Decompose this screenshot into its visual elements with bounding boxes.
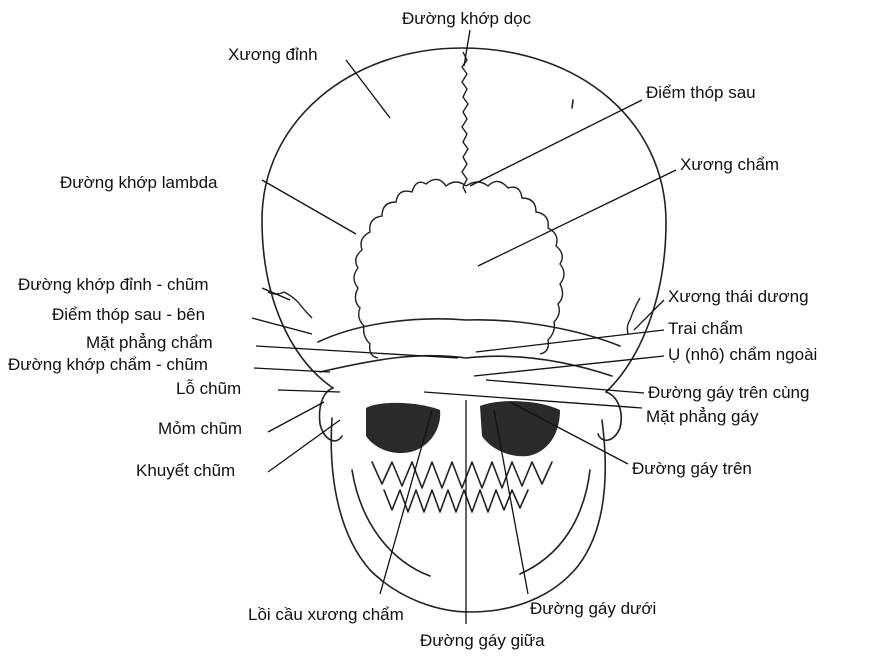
leader-lo-chum [278, 390, 340, 392]
lower-teeth [384, 490, 528, 512]
mandible-inner [352, 470, 590, 576]
leader-duong-khop-dinh-chum [262, 288, 290, 300]
label-mat-phang-cham: Mặt phẳng chẩm [86, 333, 213, 352]
mastoid-right [598, 392, 621, 440]
cavity-right [480, 401, 560, 456]
parietal-mark [572, 100, 573, 108]
mandible-outline [331, 418, 605, 612]
leader-diem-thop-sau [470, 100, 642, 186]
labels: Đường khớp dọc Xương đỉnh Điểm thóp sau … [8, 9, 817, 650]
upper-teeth [372, 462, 552, 488]
leader-lines [252, 30, 676, 624]
label-lo-chum: Lỗ chũm [176, 379, 241, 398]
leader-duong-gay-tren-cung [486, 380, 644, 393]
leader-xuong-thai-duong [634, 300, 664, 330]
leader-khuyet-chum [268, 420, 340, 472]
cavity-left [366, 403, 440, 453]
label-xuong-cham: Xương chẩm [680, 155, 779, 174]
sagittal-suture [462, 52, 468, 193]
leader-xuong-dinh [346, 60, 390, 118]
label-mat-phang-gay: Mặt phẳng gáy [646, 407, 759, 426]
label-u-nho-cham-ngoai: Ụ (nhô) chẩm ngoài [668, 345, 817, 364]
occipitomastoid-suture [268, 292, 640, 334]
label-duong-gay-duoi: Đường gáy dưới [530, 599, 656, 618]
leader-xuong-cham [478, 170, 676, 266]
leader-u-nho-cham-ngoai [474, 356, 664, 376]
leader-duong-khop-cham-chum [254, 368, 330, 372]
label-mom-chum: Mỏm chũm [158, 419, 242, 438]
label-loi-cau-xuong-cham: Lồi cầu xương chẩm [248, 605, 404, 624]
label-duong-khop-dinh-chum: Đường khớp đỉnh - chũm [18, 275, 209, 294]
skull-drawing [262, 48, 666, 612]
label-duong-gay-giua: Đường gáy giữa [420, 631, 545, 650]
label-duong-khop-doc: Đường khớp dọc [402, 9, 532, 28]
label-duong-gay-tren-cung: Đường gáy trên cùng [648, 383, 809, 402]
label-xuong-dinh: Xương đỉnh [228, 45, 318, 64]
leader-mom-chum [268, 402, 324, 432]
label-khuyet-chum: Khuyết chũm [136, 461, 235, 480]
label-duong-khop-lambda: Đường khớp lambda [60, 173, 218, 192]
occipital-squama [318, 319, 620, 376]
leader-mat-phang-cham [256, 346, 458, 358]
leader-diem-thop-sau-ben [252, 318, 312, 334]
label-diem-thop-sau: Điểm thóp sau [646, 83, 756, 102]
leader-trai-cham [476, 330, 664, 352]
label-xuong-thai-duong: Xương thái dương [668, 287, 809, 306]
lambdoid-suture [354, 179, 564, 358]
leader-duong-khop-lambda [262, 180, 356, 234]
label-trai-cham: Trai chẩm [668, 319, 743, 338]
label-diem-thop-sau-ben: Điểm thóp sau - bên [52, 305, 205, 324]
label-duong-khop-cham-chum: Đường khớp chẩm - chũm [8, 355, 208, 374]
label-duong-gay-tren: Đường gáy trên [632, 459, 752, 478]
